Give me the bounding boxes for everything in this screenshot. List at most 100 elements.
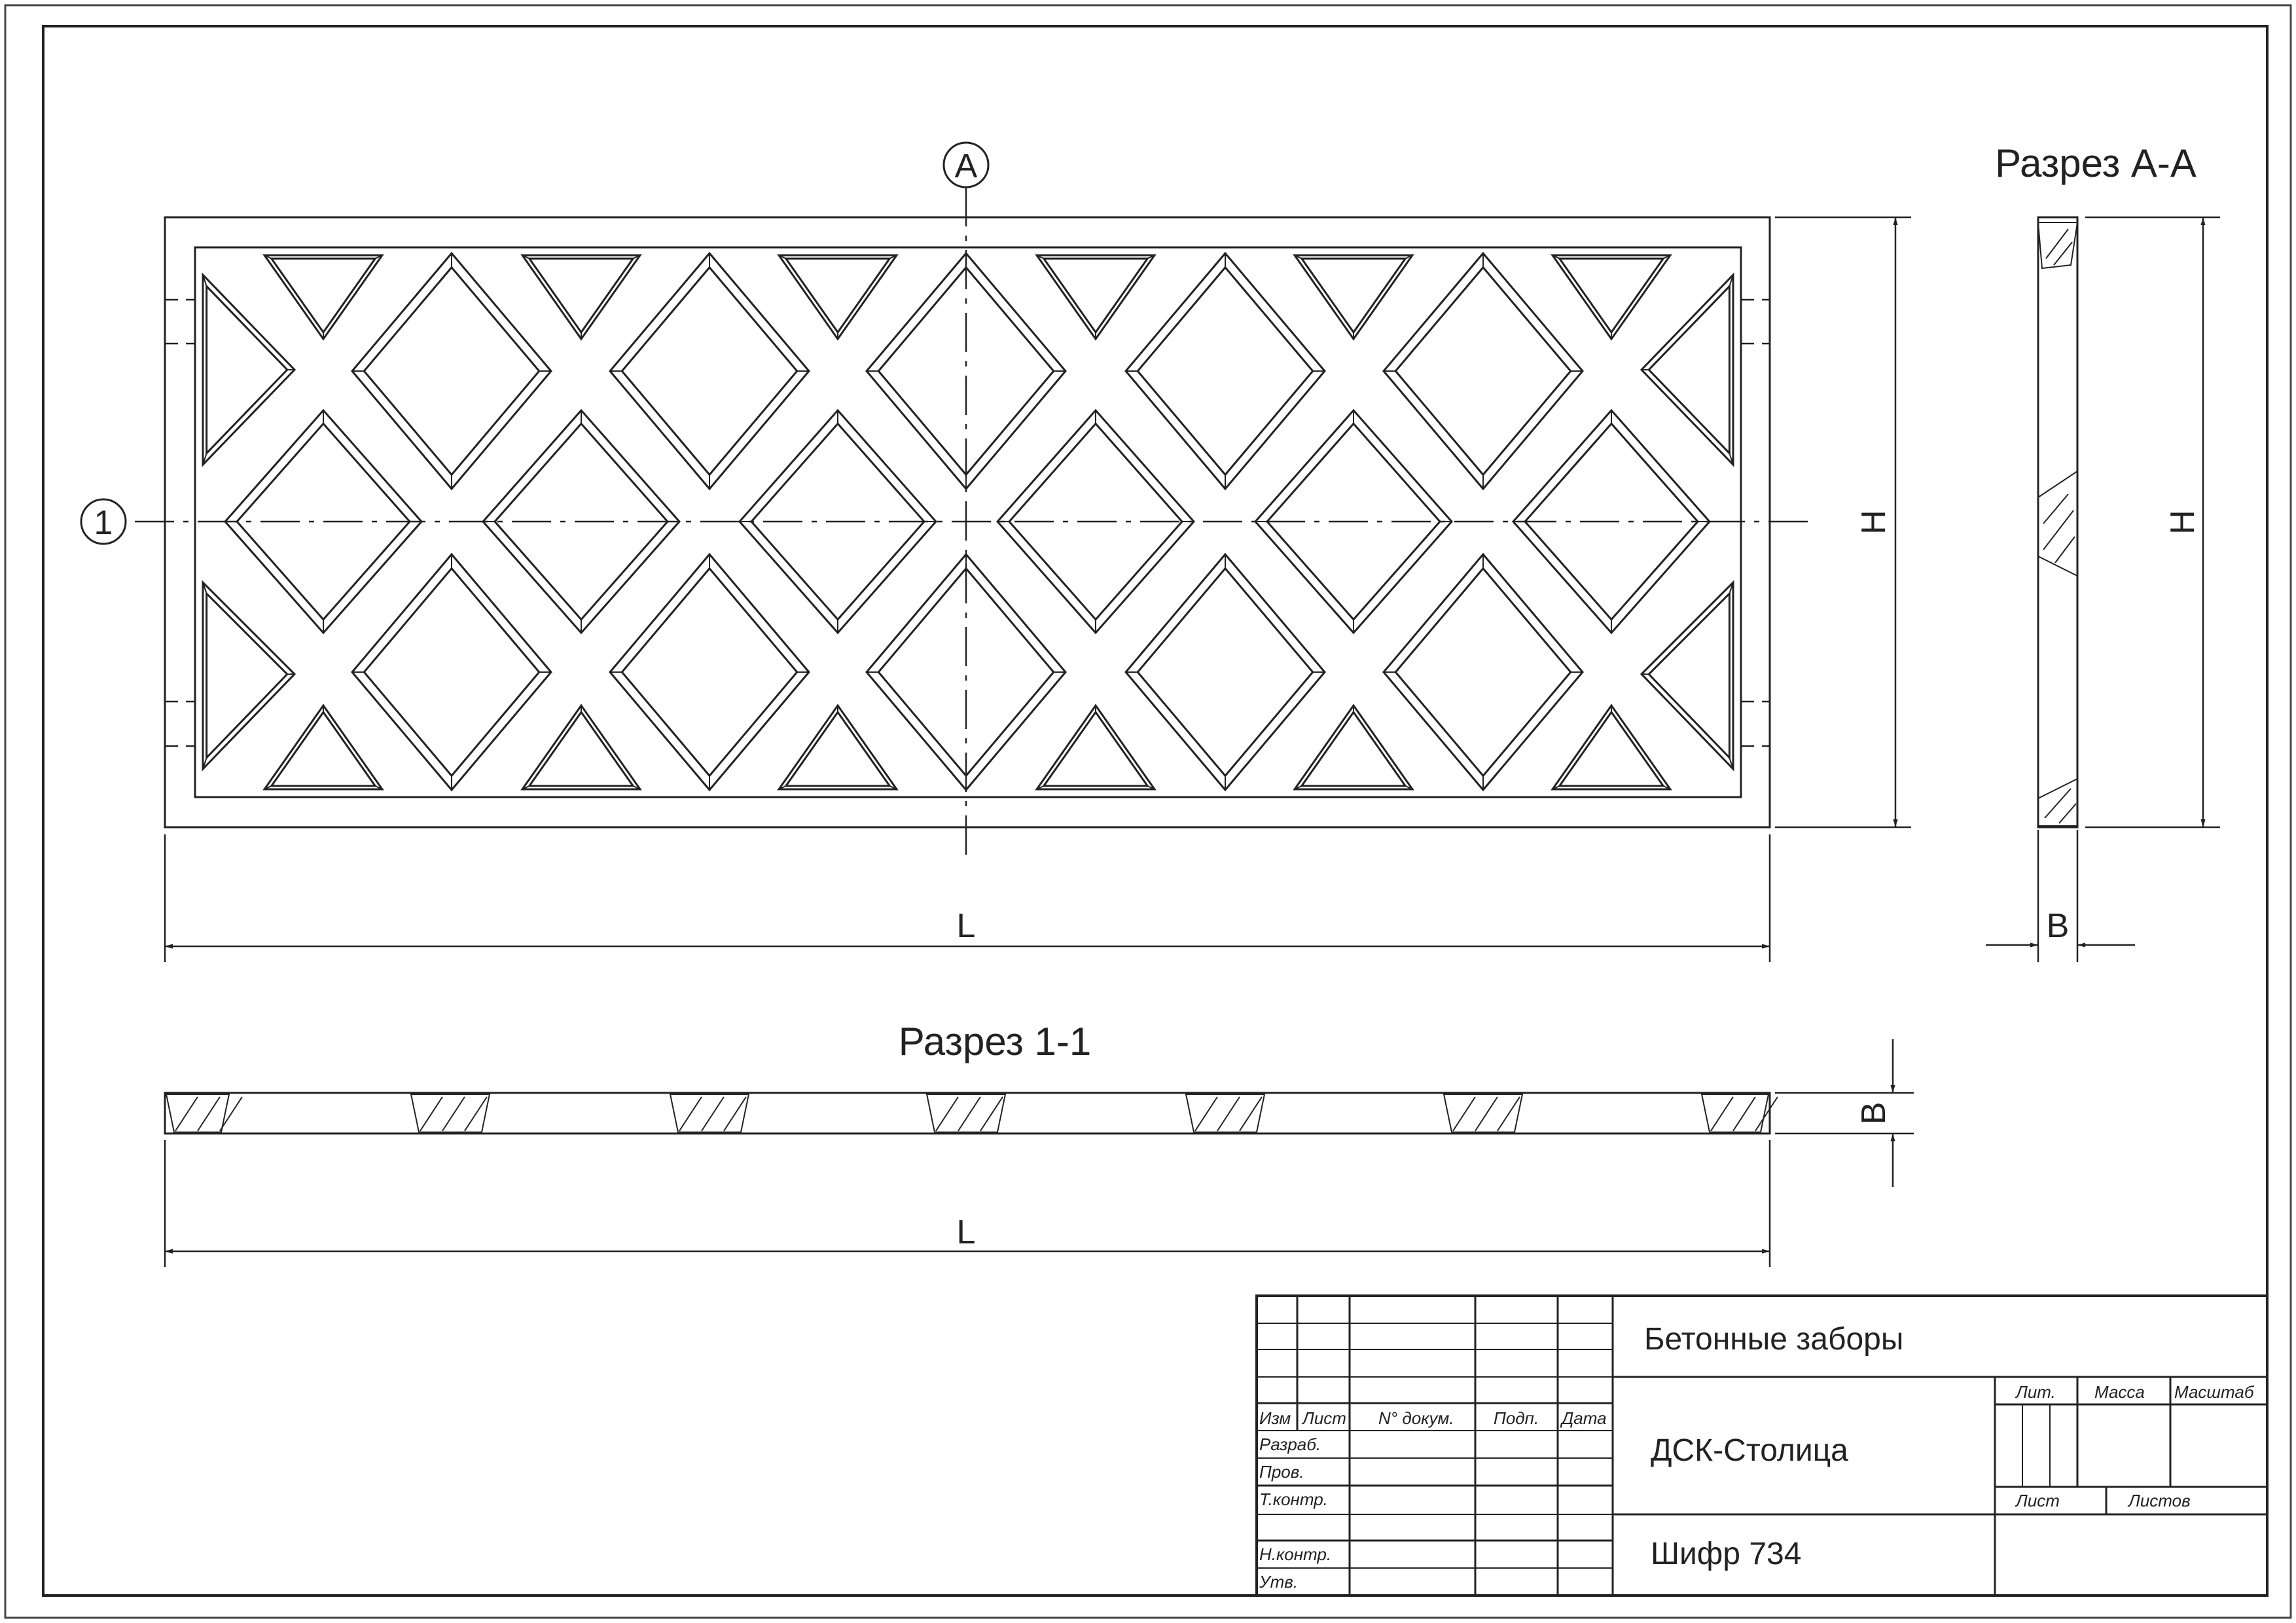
- triangle-opening-top-inner: [1299, 257, 1408, 334]
- section-11-profile: [164, 1092, 1778, 1135]
- triangle-opening-bottom: [262, 704, 384, 791]
- triangle-opening-top: [1551, 254, 1672, 341]
- triangle-opening-bottom-inner: [527, 710, 636, 787]
- triangle-opening-bottom: [1293, 704, 1414, 791]
- triangle-opening-bottom-inner: [1299, 710, 1408, 787]
- triangle-opening-top: [520, 254, 642, 341]
- diamond-opening: [1124, 552, 1326, 792]
- tb-header-doc: N° докум.: [1378, 1408, 1454, 1428]
- side-marks: [165, 298, 1770, 747]
- section-rib: [1443, 1094, 1524, 1133]
- triangle-opening-bottom: [1551, 704, 1672, 791]
- diamond-opening-inner: [1394, 567, 1572, 777]
- section-aa-profile: [2037, 216, 2079, 829]
- tb-header-date: Дата: [1560, 1408, 1607, 1428]
- tb-sheet: Лист: [2015, 1491, 2060, 1510]
- tb-code: Шифр 734: [1651, 1537, 1801, 1571]
- triangle-opening-top-inner: [783, 257, 892, 334]
- tb-masshtab: Масштаб: [2174, 1382, 2255, 1402]
- tb-project-name: Бетонные заборы: [1644, 1322, 1903, 1357]
- length-dimension-front: [164, 834, 1771, 962]
- section-1-marker: 1: [80, 498, 127, 545]
- tb-role-nkontr: Н.контр.: [1259, 1544, 1331, 1564]
- drawing-frame: [42, 25, 2269, 1597]
- triangle-opening-top-inner: [527, 257, 636, 334]
- center-lines: [135, 187, 1813, 857]
- triangle-opening-left-bottom: [202, 580, 296, 772]
- section-rib: [925, 1094, 1007, 1133]
- triangle-opening-left-top: [202, 272, 296, 467]
- triangle-opening-top-inner: [1041, 257, 1150, 334]
- tb-role-razrab: Разраб.: [1259, 1435, 1321, 1454]
- diamond-opening: [351, 251, 552, 491]
- diamond-opening-inner: [363, 266, 541, 476]
- diamond-opening: [1382, 251, 1584, 491]
- length-dimension-section: [164, 1140, 1771, 1267]
- diamond-opening-inner: [620, 266, 798, 476]
- triangle-opening-top-inner: [1557, 257, 1666, 334]
- thickness-label-section: B: [1855, 1102, 1893, 1125]
- section-11-title: Разрез 1-1: [899, 1020, 1092, 1063]
- tb-header-podp: Подп.: [1494, 1408, 1539, 1428]
- tb-massa: Масса: [2094, 1382, 2145, 1402]
- height-dimension-aa: [2085, 216, 2220, 829]
- diamond-opening: [351, 552, 552, 792]
- length-label-section: L: [957, 1213, 976, 1251]
- triangle-opening-right-bottom-inner: [1647, 591, 1731, 760]
- section-a-marker: А: [942, 141, 990, 188]
- section-rib: [410, 1094, 491, 1133]
- diamond-opening: [609, 251, 810, 491]
- triangle-opening-bottom: [777, 704, 899, 791]
- tb-header-izm: Изм: [1259, 1408, 1291, 1428]
- triangle-opening-right-top: [1640, 272, 1734, 467]
- tb-role-utv: Утв.: [1259, 1572, 1298, 1592]
- tb-company-name: ДСК-Столица: [1651, 1433, 1848, 1468]
- section-rib: [1700, 1094, 1770, 1133]
- section-1-label: 1: [94, 504, 113, 542]
- diamond-opening-inner: [363, 567, 541, 777]
- triangle-opening-bottom: [1035, 704, 1157, 791]
- triangle-opening-bottom-inner: [269, 710, 378, 787]
- triangle-opening-bottom-inner: [783, 710, 892, 787]
- tb-role-prov: Пров.: [1259, 1462, 1304, 1482]
- tb-header-list: Лист: [1301, 1408, 1346, 1428]
- title-block: [1255, 1294, 2269, 1597]
- lattice-openings: [202, 251, 1734, 792]
- height-label-aa: H: [2164, 510, 2202, 535]
- section-rib: [1185, 1094, 1266, 1133]
- section-aa-title: Разрез А-А: [1995, 141, 2197, 185]
- triangle-opening-bottom-inner: [1041, 710, 1150, 787]
- section-rib: [165, 1094, 230, 1133]
- triangle-opening-bottom: [520, 704, 642, 791]
- triangle-opening-top: [1293, 254, 1414, 341]
- thickness-dimension-section: [1775, 1039, 1914, 1187]
- triangle-opening-left-bottom-inner: [206, 591, 289, 760]
- triangle-opening-top-inner: [269, 257, 378, 334]
- triangle-opening-right-top-inner: [1647, 283, 1731, 456]
- thickness-dimension-aa: [1986, 830, 2135, 962]
- tb-sheets: Листов: [2127, 1491, 2191, 1510]
- triangle-opening-right-bottom: [1640, 580, 1734, 772]
- section-a-label: А: [955, 147, 978, 185]
- front-view-panel: [164, 216, 1771, 829]
- diamond-opening-inner: [1136, 266, 1314, 476]
- diamond-opening: [1124, 251, 1326, 491]
- thickness-label-aa: B: [2047, 907, 2070, 945]
- triangle-opening-top: [777, 254, 899, 341]
- length-label-front: L: [957, 907, 976, 945]
- section-rib: [669, 1094, 750, 1133]
- triangle-opening-top: [262, 254, 384, 341]
- triangle-opening-left-top-inner: [206, 283, 289, 456]
- tb-role-tkontr: Т.контр.: [1259, 1489, 1328, 1509]
- triangle-opening-top: [1035, 254, 1157, 341]
- diamond-opening-inner: [1394, 266, 1572, 476]
- outer-border: [4, 4, 2292, 1619]
- tb-lit: Лит.: [2015, 1382, 2056, 1402]
- height-dimension-front: [1775, 216, 1911, 829]
- diamond-opening: [1382, 552, 1584, 792]
- triangle-opening-bottom-inner: [1557, 710, 1666, 787]
- diamond-opening: [609, 552, 810, 792]
- diamond-opening-inner: [620, 567, 798, 777]
- diamond-opening-inner: [1136, 567, 1314, 777]
